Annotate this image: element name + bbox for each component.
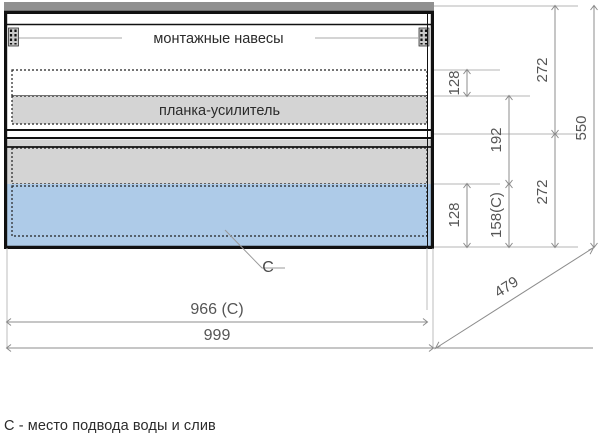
water-drawer-blue-front (7, 184, 431, 246)
water-point-callout: С (224, 229, 285, 276)
extension-lines (6, 5, 578, 348)
module-divider-gap (4, 129, 434, 139)
dim-128-upper: 128 (446, 68, 471, 98)
dim-158-c: 158(C) (488, 182, 513, 249)
dim-128-lower-text: 128 (446, 202, 463, 227)
dim-128-lower: 128 (446, 182, 471, 249)
vertical-dimensions: 128 128 192 158(C) (446, 4, 598, 249)
mounting-bracket-right (418, 27, 430, 47)
dim-192: 192 (488, 94, 513, 186)
dim-158-c-text: 158(C) (488, 192, 505, 238)
dim-479-text: 479 (491, 273, 521, 301)
dim-272-upper-text: 272 (534, 57, 551, 82)
mounting-brackets-label: монтажные навесы (153, 31, 283, 47)
dim-966-c: 966 (C) (5, 301, 429, 326)
dim-550-total: 550 (573, 4, 598, 249)
cabinet-assembly: монтажные навесы планка-усилитель (4, 2, 434, 249)
dim-966-c-text: 966 (C) (190, 301, 243, 318)
water-point-label: С (262, 259, 274, 276)
mounting-bracket-left (8, 27, 19, 47)
dim-272-lower-text: 272 (534, 179, 551, 204)
diagonal-dimension-479: 479 (434, 246, 595, 350)
dim-999-text: 999 (204, 327, 231, 344)
dim-192-text: 192 (488, 127, 505, 152)
dim-272-lower: 272 (534, 132, 559, 249)
drawing-caption: С - место подвода воды и слив (4, 418, 216, 434)
countertop-band (4, 2, 434, 11)
dim-128-upper-text: 128 (446, 70, 463, 95)
reinforcement-plank-label: планка-усилитель (159, 103, 280, 119)
dim-999: 999 (5, 327, 593, 352)
dim-550-total-text: 550 (573, 115, 590, 140)
lower-module-top-rail (7, 139, 431, 147)
horizontal-dimensions: 966 (C) 999 (5, 301, 593, 352)
lower-module-gray-drawer-front (7, 148, 431, 184)
water-point-leader-line (224, 229, 285, 269)
dim-272-upper: 272 (534, 4, 559, 136)
